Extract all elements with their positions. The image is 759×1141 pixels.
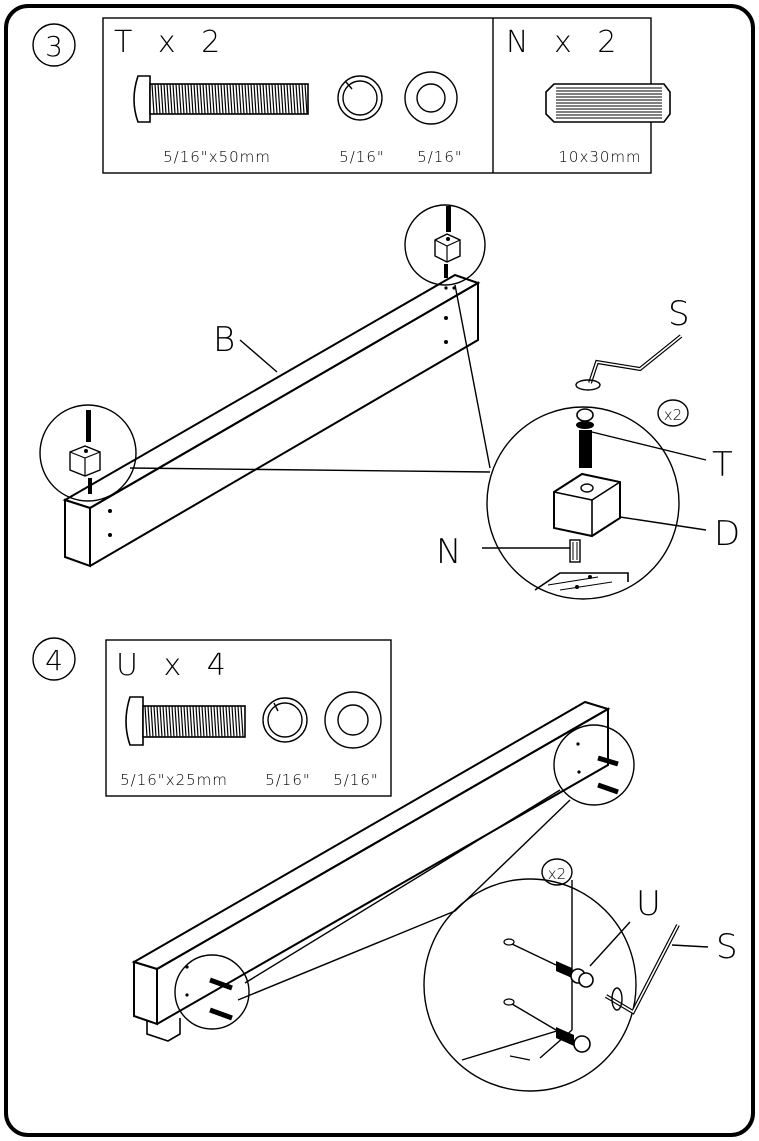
callout-s: S — [716, 927, 738, 967]
lock-washer-icon — [337, 75, 383, 121]
step-3-parts-box: T x 2 N x 2 — [102, 17, 671, 174]
callout-n: N — [436, 532, 461, 572]
callout-s: S — [668, 294, 690, 334]
page-frame — [4, 4, 755, 1137]
multiplier-badge: x2 — [541, 858, 573, 886]
flat-washer-label: 5/16" — [417, 148, 463, 166]
step-3: 3 T x 2 N x 2 — [32, 17, 740, 600]
lock-washer-label: 5/16" — [265, 771, 311, 789]
step-4-parts-box: U x 4 5/16"x25mm 5/16" 5/16" — [105, 639, 392, 797]
leader-line — [237, 910, 456, 1001]
step-3-number: 3 — [45, 30, 63, 63]
rail-b — [62, 273, 481, 568]
leader-line — [454, 284, 491, 469]
lock-washer-icon — [262, 697, 308, 743]
hex-key-icon — [575, 334, 683, 391]
multiplier-badge: x2 — [657, 399, 689, 427]
svg-text:x2: x2 — [548, 865, 566, 883]
leader-line — [454, 799, 571, 912]
hex-key-icon — [604, 924, 680, 1015]
callout-b: B — [213, 320, 235, 360]
detail-circle-right — [553, 724, 635, 806]
flat-washer-icon — [404, 71, 458, 125]
step-3-parts-title-right: N x 2 — [506, 25, 624, 60]
detail-circle-left — [39, 404, 137, 502]
detail-circle-top — [404, 204, 486, 290]
step-4-parts-title: U x 4 — [116, 648, 234, 683]
callout-u: U — [636, 884, 661, 924]
step-4-number: 4 — [45, 644, 63, 677]
leader-line — [129, 467, 491, 473]
flat-washer-icon — [324, 691, 382, 749]
callout-d: D — [714, 514, 740, 554]
flat-washer-label: 5/16" — [333, 771, 379, 789]
svg-text:x2: x2 — [664, 406, 682, 424]
step-4-number-circle — [32, 637, 76, 681]
detail-circle-big-4 — [423, 878, 637, 1092]
step-3-parts-title-left: T x 2 — [114, 25, 228, 60]
bolt-25mm-icon — [125, 696, 246, 746]
lock-washer-label: 5/16" — [339, 148, 385, 166]
detail-circle-big — [486, 406, 680, 600]
rail-long — [131, 700, 611, 1042]
step-4: 4 U x 4 5/16"x25mm 5/16" 5/16" — [32, 637, 738, 1092]
bolt-50mm-icon — [133, 75, 309, 123]
callout-t: T — [712, 445, 733, 485]
leader-line — [244, 789, 561, 984]
dowel-icon — [545, 83, 671, 123]
step-3-number-circle — [32, 23, 76, 67]
detail-circle-left-end — [174, 954, 250, 1030]
dowel-label: 10x30mm — [558, 148, 641, 166]
bolt-25mm-label: 5/16"x25mm — [120, 771, 228, 789]
bolt-50mm-label: 5/16"x50mm — [163, 148, 271, 166]
